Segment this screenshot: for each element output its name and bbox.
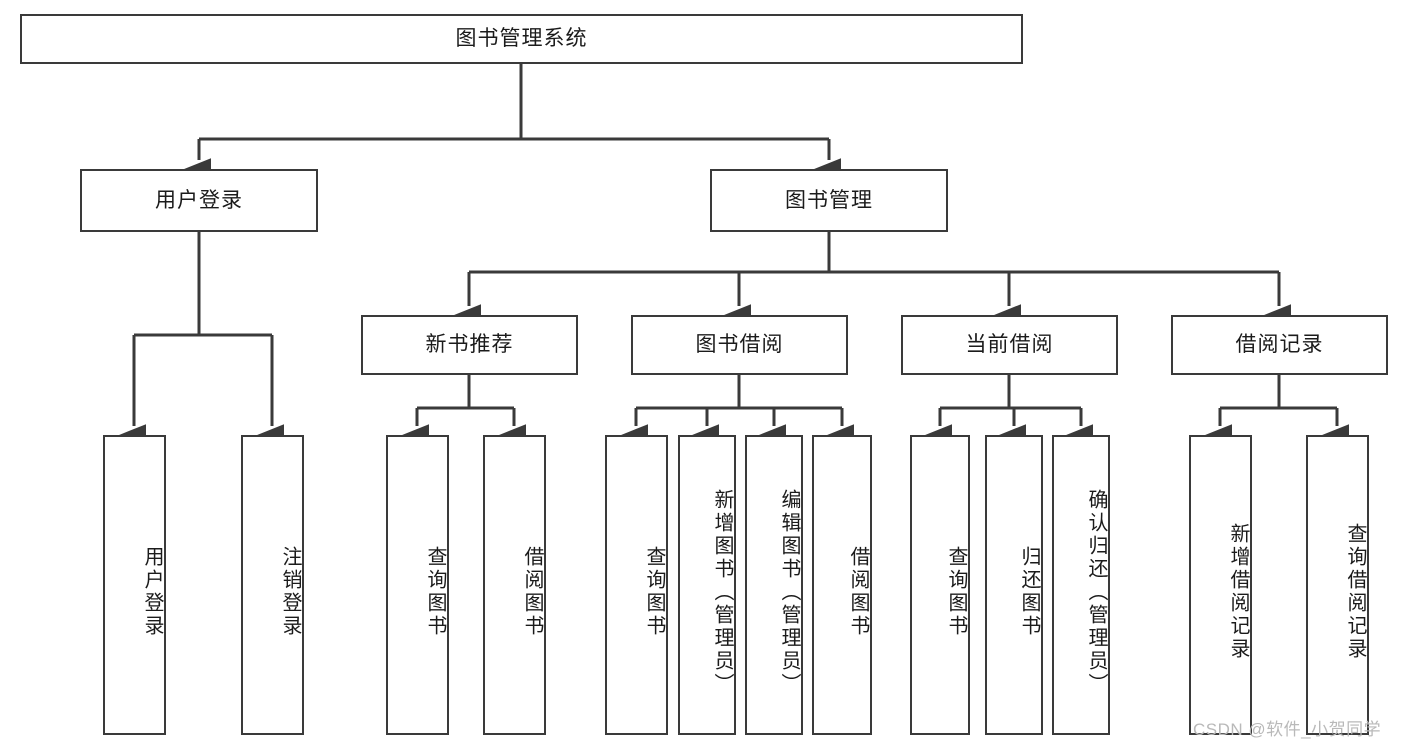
node-leaf-borrow-book-1[interactable]: 借阅图书: [483, 435, 546, 735]
node-current-borrow[interactable]: 当前借阅: [901, 315, 1118, 375]
connectors-current-borrow-to-leaves: [922, 375, 1093, 449]
node-label-root: 图书管理系统: [455, 27, 588, 51]
connectors-borrow-record-to-leaves: [1202, 375, 1349, 449]
node-label-book-borrow: 图书借阅: [695, 333, 784, 357]
node-leaf-confirm-return[interactable]: 确认归还（管理员）: [1052, 435, 1110, 735]
node-label-leaf-logout: 注销登录: [279, 546, 301, 638]
connectors-book-manage-to-level2: [451, 232, 1291, 329]
node-label-leaf-edit-book: 编辑图书（管理员）: [778, 488, 800, 696]
node-label-current-borrow: 当前借阅: [965, 333, 1054, 357]
node-leaf-query-book-1[interactable]: 查询图书: [386, 435, 449, 735]
node-label-leaf-add-record: 新增借阅记录: [1227, 523, 1249, 661]
connectors-new-book-recommend-to-leaves: [399, 375, 526, 449]
node-leaf-return-book[interactable]: 归还图书: [985, 435, 1043, 735]
node-label-new-book-recommend: 新书推荐: [425, 333, 514, 357]
node-label-book-manage: 图书管理: [785, 188, 873, 212]
node-label-leaf-add-book: 新增图书（管理员）: [711, 488, 733, 696]
node-label-leaf-borrow-book-2: 借阅图书: [847, 546, 869, 638]
node-leaf-user-login[interactable]: 用户登录: [103, 435, 166, 735]
node-label-leaf-query-book-1: 查询图书: [424, 546, 446, 638]
node-borrow-record[interactable]: 借阅记录: [1171, 315, 1388, 375]
node-new-book-recommend[interactable]: 新书推荐: [361, 315, 578, 375]
node-label-leaf-borrow-book-1: 借阅图书: [521, 546, 543, 638]
node-leaf-query-book-3[interactable]: 查询图书: [910, 435, 970, 735]
node-label-leaf-confirm-return: 确认归还（管理员）: [1085, 488, 1107, 696]
node-label-borrow-record: 借阅记录: [1235, 333, 1324, 357]
node-label-leaf-user-login: 用户登录: [141, 546, 163, 638]
node-label-leaf-query-book-3: 查询图书: [945, 546, 967, 638]
node-leaf-borrow-book-2[interactable]: 借阅图书: [812, 435, 872, 735]
csdn-watermark: CSDN @软件_小贺同学: [1193, 720, 1382, 739]
connectors-root-to-level1: [181, 64, 841, 183]
node-label-leaf-return-book: 归还图书: [1018, 546, 1040, 638]
node-leaf-edit-book[interactable]: 编辑图书（管理员）: [745, 435, 803, 735]
node-book-manage[interactable]: 图书管理: [710, 169, 948, 232]
node-label-user-login: 用户登录: [155, 188, 243, 212]
node-leaf-query-record[interactable]: 查询借阅记录: [1306, 435, 1369, 735]
node-leaf-add-book[interactable]: 新增图书（管理员）: [678, 435, 736, 735]
node-book-borrow[interactable]: 图书借阅: [631, 315, 848, 375]
node-user-login[interactable]: 用户登录: [80, 169, 318, 232]
node-root[interactable]: 图书管理系统: [20, 14, 1023, 64]
node-leaf-add-record[interactable]: 新增借阅记录: [1189, 435, 1252, 735]
connectors-book-borrow-to-leaves: [618, 375, 854, 449]
node-label-leaf-query-book-2: 查询图书: [643, 546, 665, 638]
node-label-leaf-query-record: 查询借阅记录: [1344, 523, 1366, 661]
node-leaf-query-book-2[interactable]: 查询图书: [605, 435, 668, 735]
connectors-user-login-to-leaves: [116, 232, 284, 449]
node-leaf-logout[interactable]: 注销登录: [241, 435, 304, 735]
